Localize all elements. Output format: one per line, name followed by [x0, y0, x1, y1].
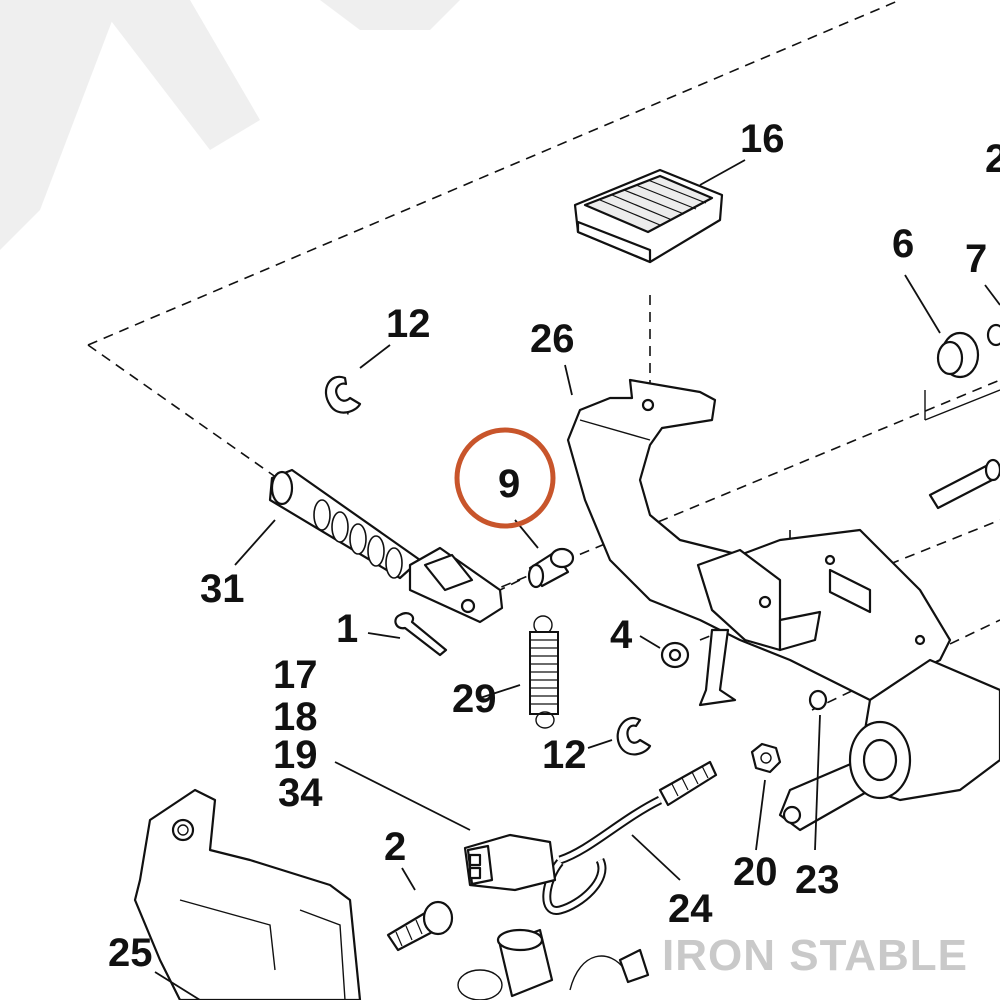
callout-31: 31	[200, 567, 245, 611]
callout-labels: 16 26 6 7 2 12 9 31 1 4 17 29 18 19 12 3…	[108, 117, 1000, 975]
callout-12-upper: 12	[386, 302, 431, 346]
bushing-part	[936, 323, 1000, 379]
callout-2: 2	[384, 825, 406, 869]
brand-watermark: IRON STABLE	[662, 931, 968, 980]
callout-26: 26	[530, 317, 575, 361]
callout-29: 29	[452, 677, 497, 721]
callout-7: 7	[965, 237, 987, 281]
pivot-boss-part	[778, 658, 1000, 832]
lower-bushing-part	[496, 928, 554, 998]
callout-23: 23	[795, 858, 840, 902]
highlight-ring	[454, 427, 556, 529]
return-spring-part	[529, 615, 559, 729]
callout-34: 34	[278, 771, 323, 815]
callout-leaders	[154, 159, 1000, 1000]
clevis-rod-part	[268, 468, 504, 624]
callout-12-lower: 12	[542, 733, 587, 777]
brake-switch-part	[463, 760, 718, 915]
pivot-bolt-part	[928, 458, 1000, 510]
cotter-pin-part	[394, 612, 448, 657]
small-bushing-part	[808, 689, 828, 711]
callout-1: 1	[336, 607, 358, 651]
hex-nut-part	[750, 742, 782, 774]
callout-17: 17	[273, 653, 318, 697]
o-ring-part	[457, 969, 503, 1000]
flange-nut-part	[660, 641, 690, 669]
callout-4: 4	[610, 613, 633, 657]
e-clip-lower-part	[616, 717, 652, 756]
callout-6: 6	[892, 222, 914, 266]
callout-19: 19	[273, 733, 318, 777]
callout-9: 9	[498, 462, 520, 506]
callout-20: 20	[733, 850, 778, 894]
e-clip-upper-part	[324, 375, 362, 414]
bolt-part	[386, 900, 454, 952]
callout-2-edge: 2	[985, 137, 1000, 181]
callout-25: 25	[108, 931, 153, 975]
clevis-pin-part	[527, 547, 575, 589]
background-watermark-shapes	[0, 0, 460, 250]
pedal-lever-part	[566, 378, 952, 707]
pedal-pad-part	[573, 168, 724, 264]
callout-18: 18	[273, 695, 318, 739]
hose-clamp-part	[569, 948, 650, 991]
frame-bracket-part	[133, 788, 362, 1000]
callout-16: 16	[740, 117, 785, 161]
callout-24: 24	[668, 887, 713, 931]
